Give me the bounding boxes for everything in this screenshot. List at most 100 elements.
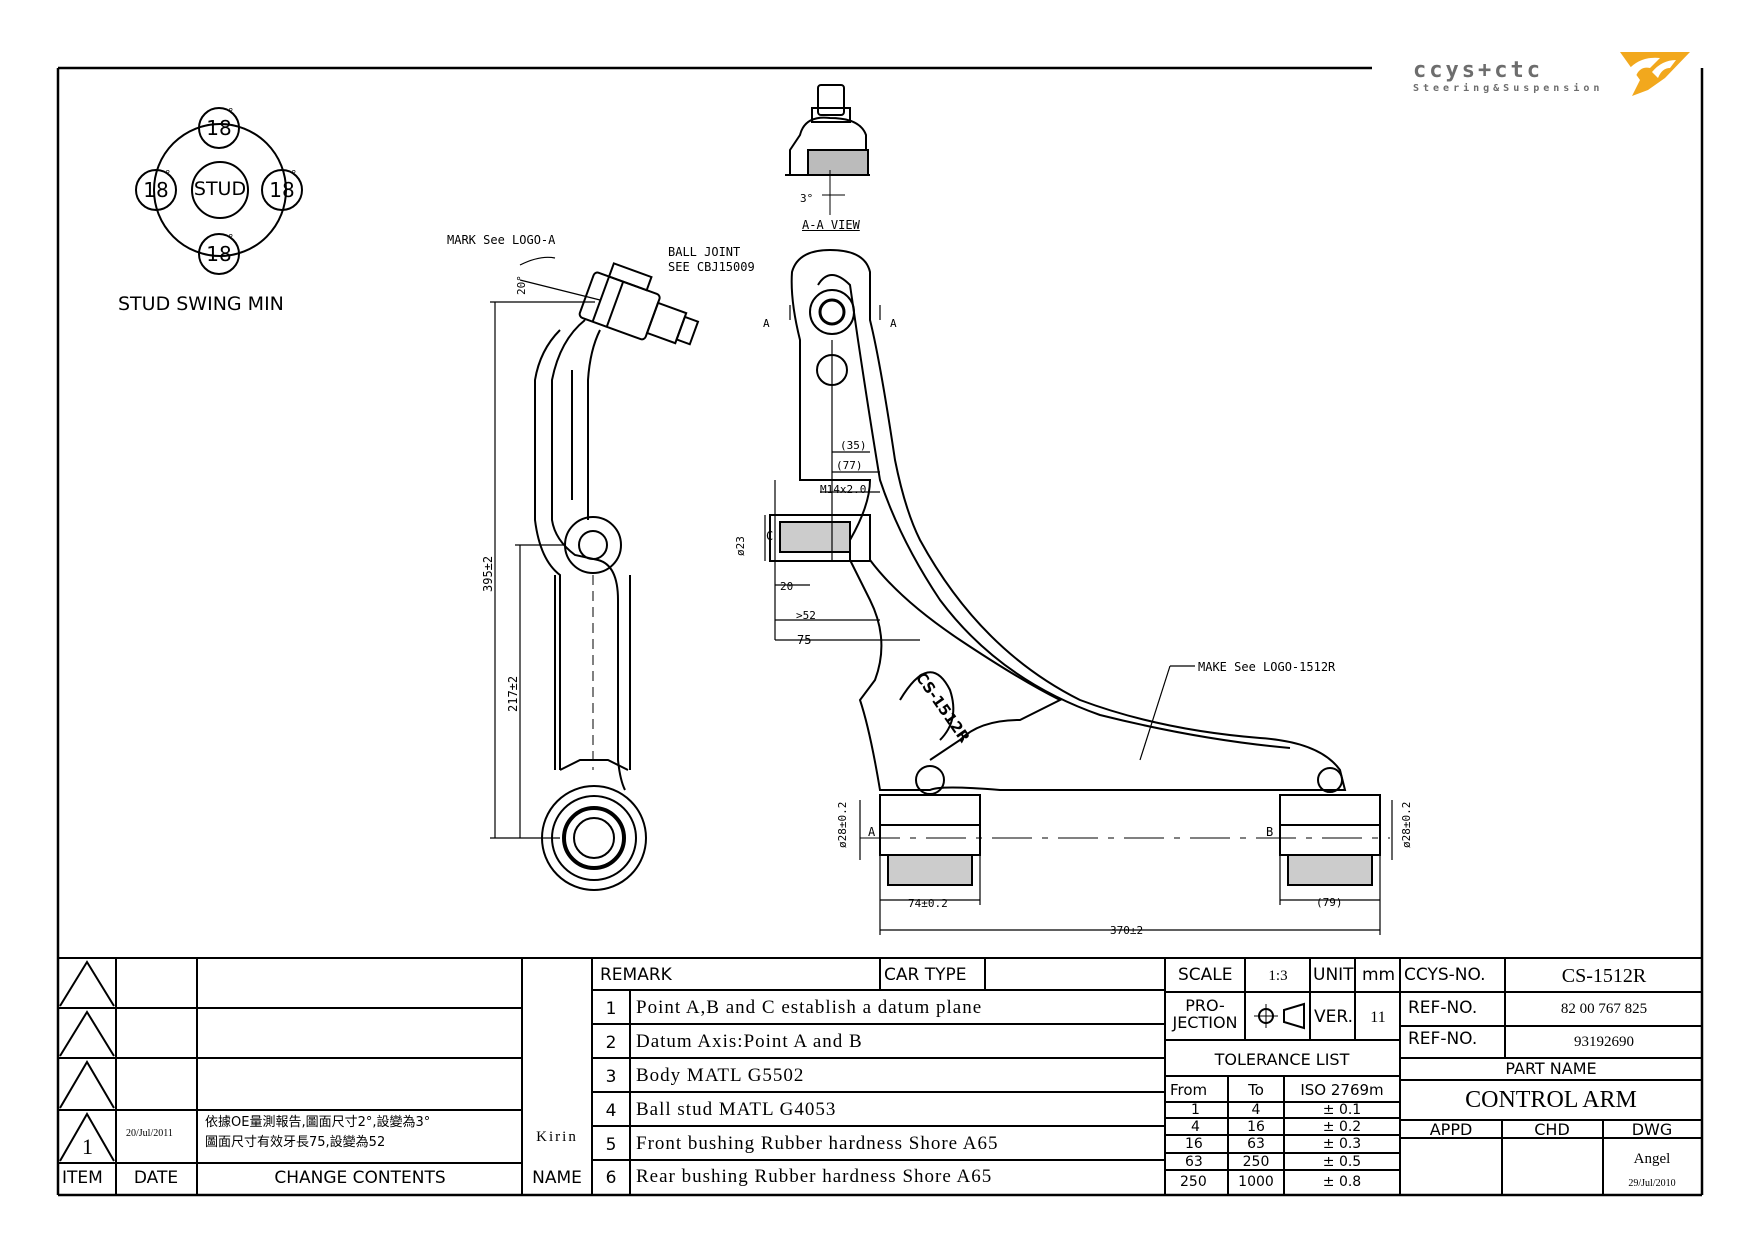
dim-dia28-right: ø28±0.2 <box>1400 801 1413 848</box>
datum-point-b: B <box>1266 825 1274 839</box>
car-type-label: CAR TYPE <box>884 965 967 985</box>
tol-from: 63 <box>1185 1154 1203 1170</box>
dwg-date: 29/Jul/2010 <box>1628 1178 1676 1189</box>
logo-tagline: Steering&Suspension <box>1413 83 1604 94</box>
dim-395: 395±2 <box>481 555 495 592</box>
part-name: CONTROL ARM <box>1465 1087 1637 1113</box>
stud-swing-degree-left: ° <box>165 168 171 181</box>
tol-value: ± 0.2 <box>1322 1119 1362 1135</box>
tol-header-iso: ISO 2769m <box>1300 1081 1384 1099</box>
tol-value: ± 0.8 <box>1322 1174 1362 1190</box>
stud-swing-right: 18 <box>269 178 295 202</box>
aa-view-label: A-A VIEW <box>802 218 860 232</box>
tol-header-to: To <box>1248 1081 1264 1099</box>
side-view <box>534 262 700 891</box>
part-name-label: PART NAME <box>1505 1059 1597 1078</box>
tol-to: 250 <box>1242 1154 1270 1170</box>
stud-swing-center: STUD <box>193 178 247 200</box>
rev-header-item: ITEM <box>62 1168 103 1188</box>
remark-text: Front bushing Rubber hardness Shore A65 <box>636 1133 999 1154</box>
ver-value: 11 <box>1370 1009 1386 1026</box>
title-block-grid <box>58 957 1702 1195</box>
stud-swing-bottom: 18 <box>206 242 232 266</box>
dim-35: (35) <box>840 439 867 452</box>
remark-no: 3 <box>605 1067 617 1087</box>
dim-gt52: >52 <box>796 609 816 622</box>
remark-no: 6 <box>605 1168 617 1188</box>
rev-change-line-1: 依據OE量測報告,圖面尺寸2°,設變為3° <box>205 1115 431 1130</box>
dwg-name: Angel <box>1633 1151 1671 1167</box>
tol-header-from: From <box>1170 1081 1208 1099</box>
remark-text: Body MATL G5502 <box>636 1065 805 1086</box>
dim-dia23: ø23 <box>734 536 747 556</box>
rev-item-number: 1 <box>82 1134 93 1159</box>
remark-no: 1 <box>605 999 617 1019</box>
tol-value: ± 0.5 <box>1322 1154 1362 1170</box>
rev-header-date: DATE <box>133 1168 179 1188</box>
stud-swing-left: 18 <box>143 178 169 202</box>
datum-point-a: A <box>868 825 876 839</box>
remark-text: Point A,B and C establish a datum plane <box>636 997 983 1018</box>
rev-header-name: NAME <box>532 1168 582 1188</box>
section-a-left: A <box>763 317 770 330</box>
remark-no: 4 <box>605 1101 617 1121</box>
stud-swing-top: 18 <box>206 116 232 140</box>
dim-angle-20: 20° <box>515 275 528 295</box>
remark-text: Datum Axis:Point A and B <box>636 1031 863 1052</box>
ref-no-label-2: REF-NO. <box>1408 1029 1478 1049</box>
stud-swing-degree-right: ° <box>291 168 297 181</box>
ball-joint-note-2: SEE CBJ15009 <box>668 260 755 274</box>
scale-label: SCALE <box>1178 965 1233 985</box>
tol-from: 250 <box>1180 1174 1207 1190</box>
remark-text: Ball stud MATL G4053 <box>636 1099 837 1120</box>
aa-section-view <box>785 84 870 215</box>
unit-value: mm <box>1362 965 1396 985</box>
plan-view-dimensions <box>764 305 1393 935</box>
datum-point-c: C <box>766 529 774 543</box>
tol-to: 4 <box>1251 1102 1261 1118</box>
tol-to: 63 <box>1247 1136 1265 1152</box>
dwg-label: DWG <box>1631 1120 1673 1139</box>
aa-small-angle: 3° <box>800 192 814 205</box>
ccys-no-label: CCYS-NO. <box>1404 965 1486 985</box>
projection-label-2: JECTION <box>1172 1013 1238 1032</box>
dim-20: 20 <box>780 580 794 593</box>
make-logo-note: MAKE See LOGO-1512R <box>1198 660 1336 674</box>
tol-from: 4 <box>1191 1119 1200 1135</box>
side-view-dimensions <box>490 256 601 839</box>
mark-logo-note: MARK See LOGO-A <box>447 233 556 247</box>
unit-label: UNIT <box>1313 965 1354 985</box>
dim-217: 217±2 <box>506 675 520 712</box>
tol-to: 1000 <box>1238 1174 1274 1190</box>
remark-no: 2 <box>605 1033 617 1053</box>
dim-thread: M14x2.0 <box>820 483 867 496</box>
dim-dia28-left: ø28±0.2 <box>836 801 849 848</box>
remark-no: 5 <box>605 1135 617 1155</box>
ver-label: VER. <box>1314 1007 1353 1027</box>
stud-swing-diagram <box>135 107 303 275</box>
logo-brand: ccys+ctc <box>1413 58 1543 83</box>
tol-from: 16 <box>1185 1136 1203 1152</box>
remark-header: REMARK <box>600 965 672 985</box>
tol-value: ± 0.1 <box>1322 1102 1362 1118</box>
scale-value: 1:3 <box>1268 968 1288 984</box>
projection-label-1: PRO- <box>1185 996 1225 1015</box>
dim-74: 74±0.2 <box>908 897 948 910</box>
ref-no-2: 93192690 <box>1574 1034 1634 1050</box>
remark-text: Rear bushing Rubber hardness Shore A65 <box>636 1166 993 1187</box>
stud-swing-degree-bottom: ° <box>228 232 234 245</box>
section-a-right: A <box>890 317 897 330</box>
logo-mark <box>1620 52 1690 96</box>
dim-370: 370±2 <box>1110 924 1144 937</box>
tol-value: ± 0.3 <box>1322 1136 1362 1152</box>
tol-from: 1 <box>1191 1102 1200 1118</box>
stud-swing-degree-top: ° <box>228 106 234 119</box>
chd-label: CHD <box>1534 1120 1570 1139</box>
appd-label: APPD <box>1429 1120 1473 1139</box>
rev-change-line-2: 圖面尺寸有效牙長75,設變為52 <box>205 1135 386 1150</box>
ref-no-label-1: REF-NO. <box>1408 998 1478 1018</box>
dim-79: (79) <box>1316 896 1343 909</box>
ccys-no: CS-1512R <box>1561 965 1647 987</box>
rev-name: Kirin <box>536 1129 578 1145</box>
